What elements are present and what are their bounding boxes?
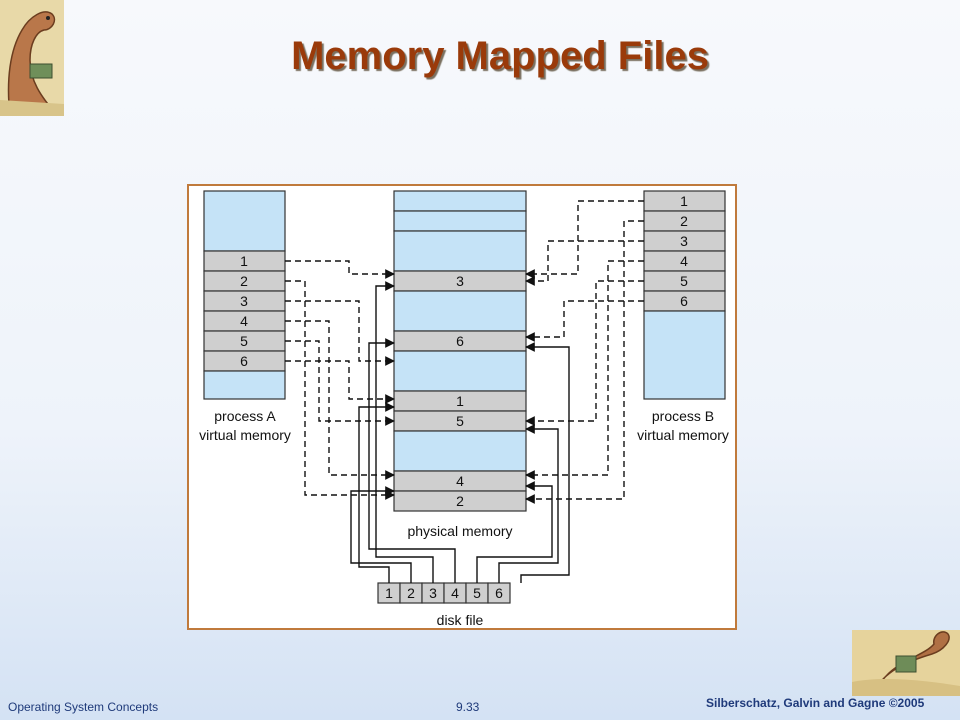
- process-b-page4-mapping-arrow: [525, 260, 644, 480]
- disk-block1-load-arrow: [358, 402, 395, 583]
- footer-copyright: Silberschatz, Galvin and Gagne ©2005: [706, 696, 925, 710]
- process-a-top-region: [203, 190, 286, 252]
- disk-block-label: 5: [473, 585, 481, 601]
- disk-block-label: 2: [407, 585, 415, 601]
- process-a-page5-mapping-arrow: [285, 340, 395, 426]
- process-a-page-label: 3: [240, 293, 248, 309]
- process-b-page-label: 5: [680, 273, 688, 289]
- process-a-page-label: 2: [240, 273, 248, 289]
- process-a-page1-mapping-arrow: [285, 260, 395, 279]
- process-a-page6-mapping-arrow: [285, 360, 395, 404]
- disk-block-label: 1: [385, 585, 393, 601]
- physical-frame-label: 5: [456, 413, 464, 429]
- process-a-bottom-region: [203, 370, 286, 400]
- disk-block6-load-arrow: [498, 424, 559, 583]
- physical-memory-free-region: [393, 190, 527, 212]
- physical-frame-label: 4: [456, 473, 464, 489]
- footer-course-title: Operating System Concepts: [8, 700, 159, 714]
- disk-block4-load-arrow: [368, 338, 456, 583]
- physical-frame-label: 2: [456, 493, 464, 509]
- process-a-page-label: 6: [240, 353, 248, 369]
- process-a-page-label: 5: [240, 333, 248, 349]
- process-a-page2-mapping-arrow: [285, 280, 395, 500]
- physical-memory-free-region: [393, 430, 527, 472]
- disk-block5-load-arrow: [476, 481, 553, 583]
- process-b-caption-sub: virtual memory: [637, 427, 729, 443]
- disk-block6-alt-load-arrow: [520, 342, 570, 583]
- physical-frame-label: 3: [456, 273, 464, 289]
- process-a-page-label: 1: [240, 253, 248, 269]
- process-b-page-label: 4: [680, 253, 688, 269]
- disk-file-caption: disk file: [437, 612, 484, 628]
- disk-block-label: 6: [495, 585, 503, 601]
- process-b-caption: process B: [652, 408, 714, 424]
- physical-memory-free-region: [393, 350, 527, 392]
- physical-memory-free-region: [393, 290, 527, 332]
- process-b-page-label: 3: [680, 233, 688, 249]
- process-a-caption: process A: [214, 408, 276, 424]
- process-b-page2-mapping-arrow: [525, 220, 644, 504]
- physical-memory-caption: physical memory: [407, 523, 512, 539]
- footer-page-number: 9.33: [456, 700, 480, 714]
- process-b-page1-mapping-arrow: [525, 200, 644, 279]
- disk-block3-load-arrow: [375, 281, 434, 583]
- disk-block-label: 4: [451, 585, 459, 601]
- disk-block-label: 3: [429, 585, 437, 601]
- dinosaur-logo-bottom: [852, 630, 960, 697]
- process-a-page-label: 4: [240, 313, 248, 329]
- process-a-caption-sub: virtual memory: [199, 427, 291, 443]
- process-b-page5-mapping-arrow: [525, 280, 644, 426]
- process-a-page3-mapping-arrow: [285, 300, 395, 366]
- disk-block2-load-arrow: [350, 486, 412, 583]
- slide-title: Memory Mapped Files: [291, 34, 709, 78]
- process-b-page-label: 2: [680, 213, 688, 229]
- physical-memory-free-region: [393, 230, 527, 272]
- physical-frame-label: 1: [456, 393, 464, 409]
- process-b-bottom-region: [643, 310, 726, 400]
- process-b-page3-mapping-arrow: [525, 240, 644, 286]
- process-b-page-label: 1: [680, 193, 688, 209]
- physical-frame-label: 6: [456, 333, 464, 349]
- physical-memory-free-region: [393, 210, 527, 232]
- process-b-page-label: 6: [680, 293, 688, 309]
- process-b-page6-mapping-arrow: [525, 300, 644, 342]
- dinosaur-logo-top: [0, 0, 64, 117]
- process-a-page4-mapping-arrow: [285, 320, 395, 480]
